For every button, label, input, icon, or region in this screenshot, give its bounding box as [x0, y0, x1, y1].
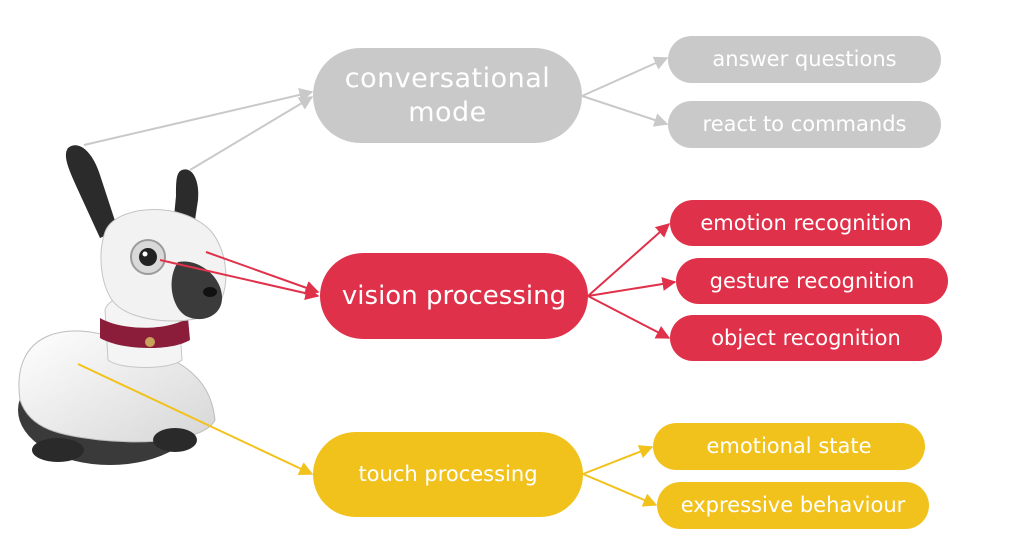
robot-ear-left	[65, 145, 118, 238]
node-emotion-recognition: emotion recognition	[670, 200, 942, 246]
robot-wheel-back	[32, 438, 84, 462]
connector-vision-to-emotion	[587, 223, 671, 297]
connector-vision-to-object	[587, 295, 671, 339]
connector-dog-to-conversational-1	[83, 88, 314, 146]
connector-touch-to-emostate	[582, 445, 654, 475]
node-conversational-mode: conversational mode	[313, 48, 582, 143]
node-object-recognition: object recognition	[670, 315, 942, 361]
node-answer-questions: answer questions	[668, 36, 941, 83]
robot-nose-icon	[203, 287, 217, 297]
node-vision-processing: vision processing	[320, 253, 588, 339]
node-react-to-commands: react to commands	[668, 101, 941, 148]
robot-eye-glint	[142, 251, 148, 257]
collar-tag-icon	[145, 337, 155, 347]
node-expressive-behaviour: expressive behaviour	[657, 482, 929, 529]
connector-touch-to-expressive	[582, 473, 658, 507]
connector-dog-to-conversational-2	[189, 96, 314, 171]
robot-eye-icon	[139, 248, 157, 266]
connector-vision-to-gesture	[587, 277, 677, 297]
connector-eye-to-vision-2	[205, 251, 320, 295]
robot-dog-icon	[18, 145, 227, 465]
robot-muzzle	[171, 261, 222, 320]
node-touch-processing: touch processing	[313, 432, 583, 517]
robot-wheel-front	[153, 428, 197, 452]
node-gesture-recognition: gesture recognition	[676, 258, 948, 304]
robot-collar	[100, 318, 190, 349]
connector-body-to-touch	[77, 363, 314, 475]
connector-conversational-to-react	[581, 95, 669, 127]
connector-eye-to-vision-1	[159, 259, 320, 301]
node-emotional-state: emotional state	[653, 423, 925, 470]
connector-conversational-to-answer	[581, 56, 669, 97]
